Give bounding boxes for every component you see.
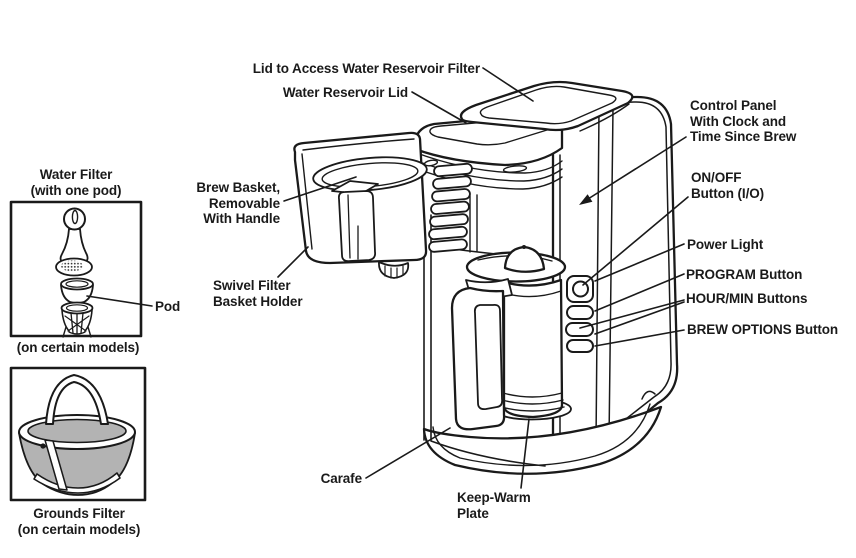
brew-basket-holder-drawing [293, 131, 428, 279]
label-water-filter-line2: (with one pod) [30, 182, 122, 198]
program-button-shape [566, 305, 594, 320]
label-hour-min: HOUR/MIN Buttons [686, 291, 808, 306]
machine-base [422, 405, 663, 475]
brew-options-button-shape [566, 339, 594, 353]
label-grounds-filter-title: Grounds Filter (on certain models) [4, 506, 154, 537]
leader-brew-basket [283, 176, 357, 202]
label-on-off: ON/OFF Button (I/O) [691, 170, 764, 201]
label-control-panel: Control Panel With Clock and Time Since … [690, 98, 796, 145]
label-power-light: Power Light [687, 237, 764, 252]
leader-brew-options [594, 329, 685, 347]
carafe-lid-dome [503, 245, 546, 273]
grounds-filter-handle [45, 374, 109, 425]
pod-holder-frame-drawing [60, 301, 94, 338]
water-filter-box [9, 200, 143, 338]
grounds-filter-inset-drawing [9, 366, 147, 502]
label-program: PROGRAM Button [686, 267, 803, 282]
control-buttons-drawing [565, 275, 594, 353]
hinge-ribs [428, 162, 473, 253]
label-brew-options: BREW OPTIONS Button [687, 322, 839, 337]
basket-handle [337, 190, 377, 263]
leader-pod [86, 295, 153, 307]
label-control-panel-line3: Time Since Brew [690, 129, 797, 144]
label-carafe: Carafe [320, 471, 363, 486]
leader-lines [86, 67, 689, 489]
leader-control-panel [587, 136, 687, 200]
label-water-filter-note: (on certain models) [16, 340, 140, 355]
grounds-filter-box [9, 366, 147, 502]
label-brew-basket-line2: Removable [208, 195, 280, 211]
label-swivel-holder: Swivel Filter Basket Holder [213, 278, 303, 309]
leader-keep-warm [520, 418, 530, 489]
carafe-drawing [450, 245, 572, 431]
leader-reservoir-lid [411, 91, 467, 124]
machine-tower [551, 95, 679, 454]
label-brew-basket-line3: With Handle [203, 211, 280, 226]
carafe-body [502, 278, 564, 419]
leader-hour-min-1 [579, 299, 685, 329]
label-water-filter-line1: Water Filter [39, 167, 113, 182]
water-filter-inset-drawing [9, 200, 143, 338]
label-grounds-filter-line1: Grounds Filter [33, 506, 125, 521]
leader-carafe [365, 427, 451, 479]
leader-swivel-holder [277, 246, 309, 278]
label-pod: Pod [155, 299, 181, 314]
pod-drawing [60, 277, 94, 304]
leader-program [594, 273, 685, 312]
access-lid-drawing [459, 80, 634, 132]
label-on-off-line1: ON/OFF [691, 170, 742, 185]
label-swivel-line1: Swivel Filter [213, 278, 291, 293]
label-reservoir-lid: Water Reservoir Lid [282, 85, 408, 100]
power-light-shape [572, 280, 589, 298]
label-water-filter-title: Water Filter (with one pod) [8, 167, 144, 198]
leader-lid-access [482, 67, 534, 102]
label-brew-basket: Brew Basket, Removable With Handle [196, 180, 280, 227]
label-keep-warm-line2: Plate [457, 505, 489, 521]
machine-drawing [293, 80, 679, 475]
label-keep-warm: Keep-Warm Plate [457, 490, 531, 521]
control-panel-arrowhead [579, 194, 593, 205]
label-control-panel-line2: With Clock and [690, 113, 786, 129]
leader-power-light [594, 243, 685, 282]
leader-on-off [582, 196, 689, 286]
label-grounds-filter-line2: (on certain models) [17, 521, 141, 537]
label-brew-basket-line1: Brew Basket, [196, 180, 280, 195]
label-swivel-line2: Basket Holder [213, 293, 303, 309]
label-keep-warm-line1: Keep-Warm [457, 490, 531, 505]
leader-hour-min-2 [594, 301, 685, 335]
label-lid-access: Lid to Access Water Reservoir Filter [252, 61, 480, 76]
label-control-panel-line1: Control Panel [690, 98, 777, 113]
label-on-off-line2: Button (I/O) [691, 185, 765, 201]
